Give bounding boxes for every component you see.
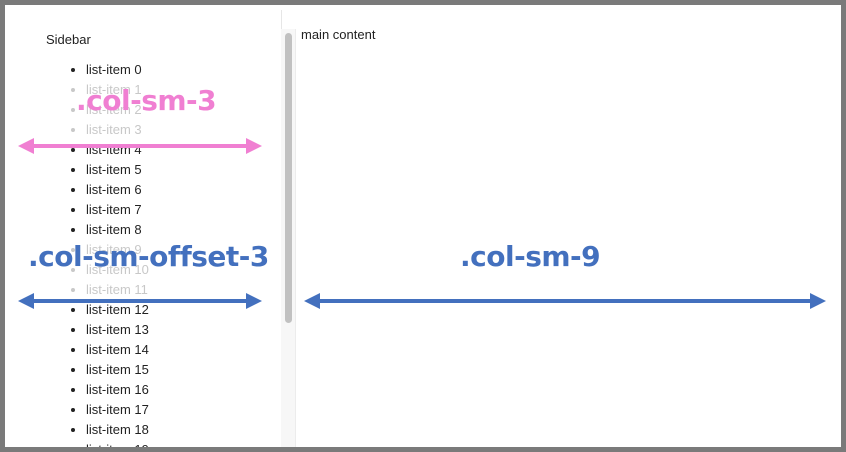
list-item: list-item 12 [86,300,149,320]
list-item: list-item 6 [86,180,149,200]
list-item: list-item 16 [86,380,149,400]
sidebar-title: Sidebar [46,32,91,47]
list-item: list-item 5 [86,160,149,180]
list-item: list-item 14 [86,340,149,360]
list-item: list-item 15 [86,360,149,380]
list-item: list-item 0 [86,60,149,80]
sidebar-list: list-item 0list-item 1list-item 2list-it… [44,60,149,447]
sidebar[interactable]: Sidebar list-item 0list-item 1list-item … [10,10,282,447]
pink-double-arrow [18,138,262,154]
col-sm-3-label: .col-sm-3 [76,84,217,117]
list-item: list-item 7 [86,200,149,220]
list-item: list-item 19 [86,440,149,447]
list-item: list-item 8 [86,220,149,240]
col-sm-offset-3-label: .col-sm-offset-3 [28,240,269,273]
list-item: list-item 3 [86,120,149,140]
list-item: list-item 2 [86,100,149,120]
list-item: list-item 1 [86,80,149,100]
list-item: list-item 18 [86,420,149,440]
main-content: main content [301,27,376,42]
list-item: list-item 11 [86,280,149,300]
col-sm-9-label: .col-sm-9 [460,240,601,273]
list-item: list-item 9 [86,240,149,260]
scrollbar-thumb[interactable] [285,33,292,323]
list-item: list-item 17 [86,400,149,420]
list-item: list-item 10 [86,260,149,280]
blue-double-arrow-right [304,293,826,309]
blue-double-arrow-left [18,293,262,309]
sidebar-scrollbar[interactable] [281,29,296,447]
list-item: list-item 13 [86,320,149,340]
